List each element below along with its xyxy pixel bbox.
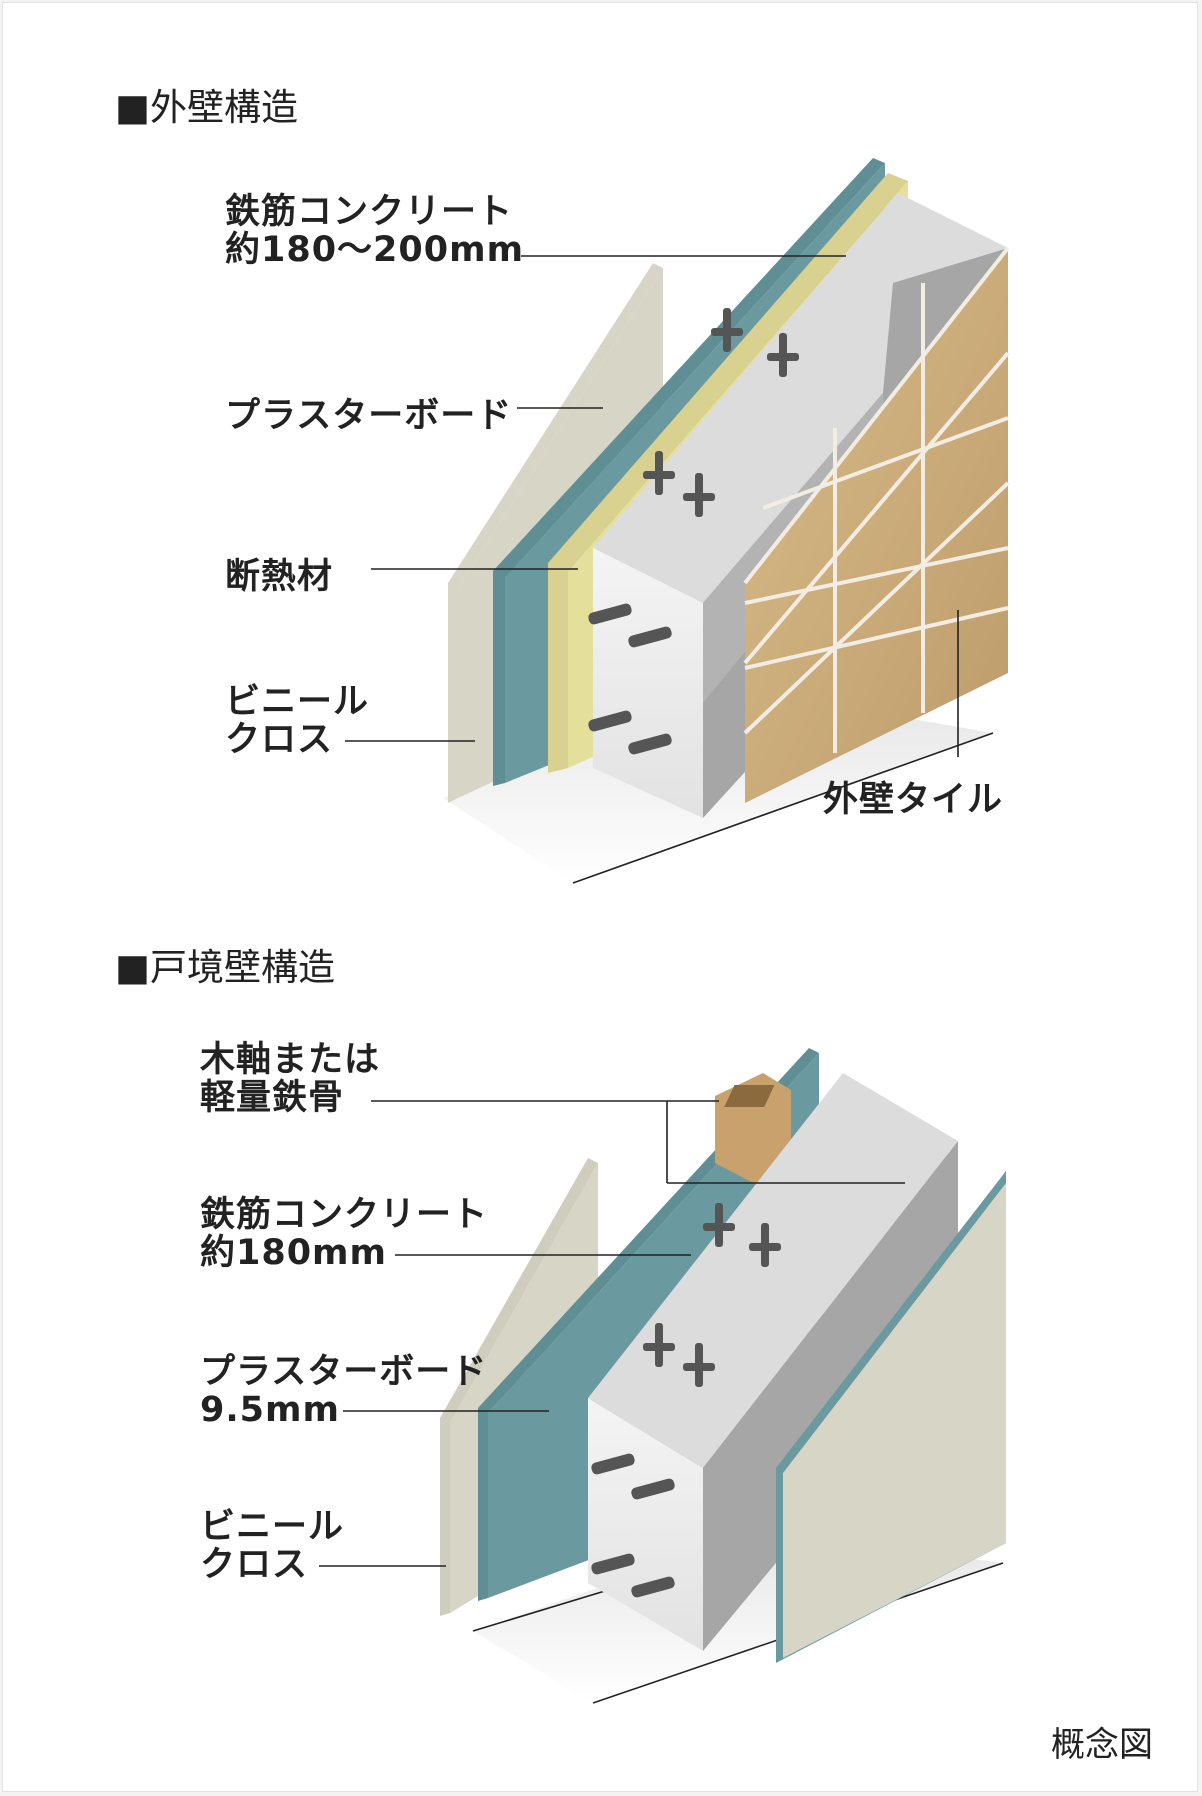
partition-far-vinyl bbox=[783, 1183, 1006, 1658]
exterior-concrete-label-line1: 鉄筋コンクリート bbox=[225, 192, 514, 232]
exterior-tile-grout bbox=[743, 246, 1010, 753]
exterior-tile-surface bbox=[745, 248, 1008, 803]
exterior-tile-label: 外壁タイル bbox=[823, 780, 1004, 820]
partition-plasterboard-label-line2: 9.5mm bbox=[200, 1390, 340, 1430]
exterior-vinyl-layer bbox=[448, 263, 663, 803]
wall-illustration bbox=[319, 158, 1010, 1704]
exterior-vinyl-label: ビニール クロス bbox=[225, 683, 369, 759]
partition-vinyl-label-line1: ビニール bbox=[200, 1507, 345, 1547]
partition-vinyl-label-line2: クロス bbox=[200, 1545, 309, 1585]
partition-concrete-label-line2: 約180mm bbox=[200, 1233, 387, 1273]
exterior-section-title: ■外壁構造 bbox=[115, 86, 298, 129]
partition-rebar bbox=[591, 1203, 781, 1598]
exterior-vinyl-label-line1: ビニール bbox=[225, 682, 370, 722]
partition-wall-illustration bbox=[319, 1048, 1006, 1704]
exterior-concrete-label: 鉄筋コンクリート 約180〜200mm bbox=[225, 193, 524, 269]
partition-concrete-label: 鉄筋コンクリート 約180mm bbox=[200, 1196, 488, 1272]
exterior-vinyl-label-line2: クロス bbox=[225, 720, 334, 760]
partition-vinyl-label: ビニール クロス bbox=[200, 1508, 344, 1584]
partition-frame-label-line2: 軽量鉄骨 bbox=[200, 1078, 345, 1118]
exterior-insulation-label: 断熱材 bbox=[225, 557, 334, 597]
concept-diagram-note: 概念図 bbox=[1051, 1725, 1153, 1765]
partition-concrete-top bbox=[588, 1073, 958, 1468]
partition-section-title: ■戸境壁構造 bbox=[115, 946, 335, 989]
exterior-rebar bbox=[588, 308, 799, 755]
partition-frame-label-line1: 木軸または bbox=[200, 1040, 381, 1080]
partition-plasterboard-label: プラスターボード 9.5mm bbox=[200, 1353, 487, 1429]
partition-leader-lines bbox=[319, 1100, 905, 1567]
exterior-plasterboard-label: プラスターボード bbox=[225, 396, 513, 436]
exterior-wall-illustration bbox=[345, 158, 1010, 884]
partition-plasterboard-label-line1: プラスターボード bbox=[200, 1352, 488, 1392]
partition-concrete-label-line1: 鉄筋コンクリート bbox=[200, 1195, 489, 1235]
partition-frame-label: 木軸または 軽量鉄骨 bbox=[200, 1041, 380, 1117]
partition-concrete-side bbox=[703, 1141, 958, 1651]
exterior-concrete-label-line2: 約180〜200mm bbox=[225, 230, 525, 270]
exterior-leader-lines bbox=[345, 255, 959, 757]
